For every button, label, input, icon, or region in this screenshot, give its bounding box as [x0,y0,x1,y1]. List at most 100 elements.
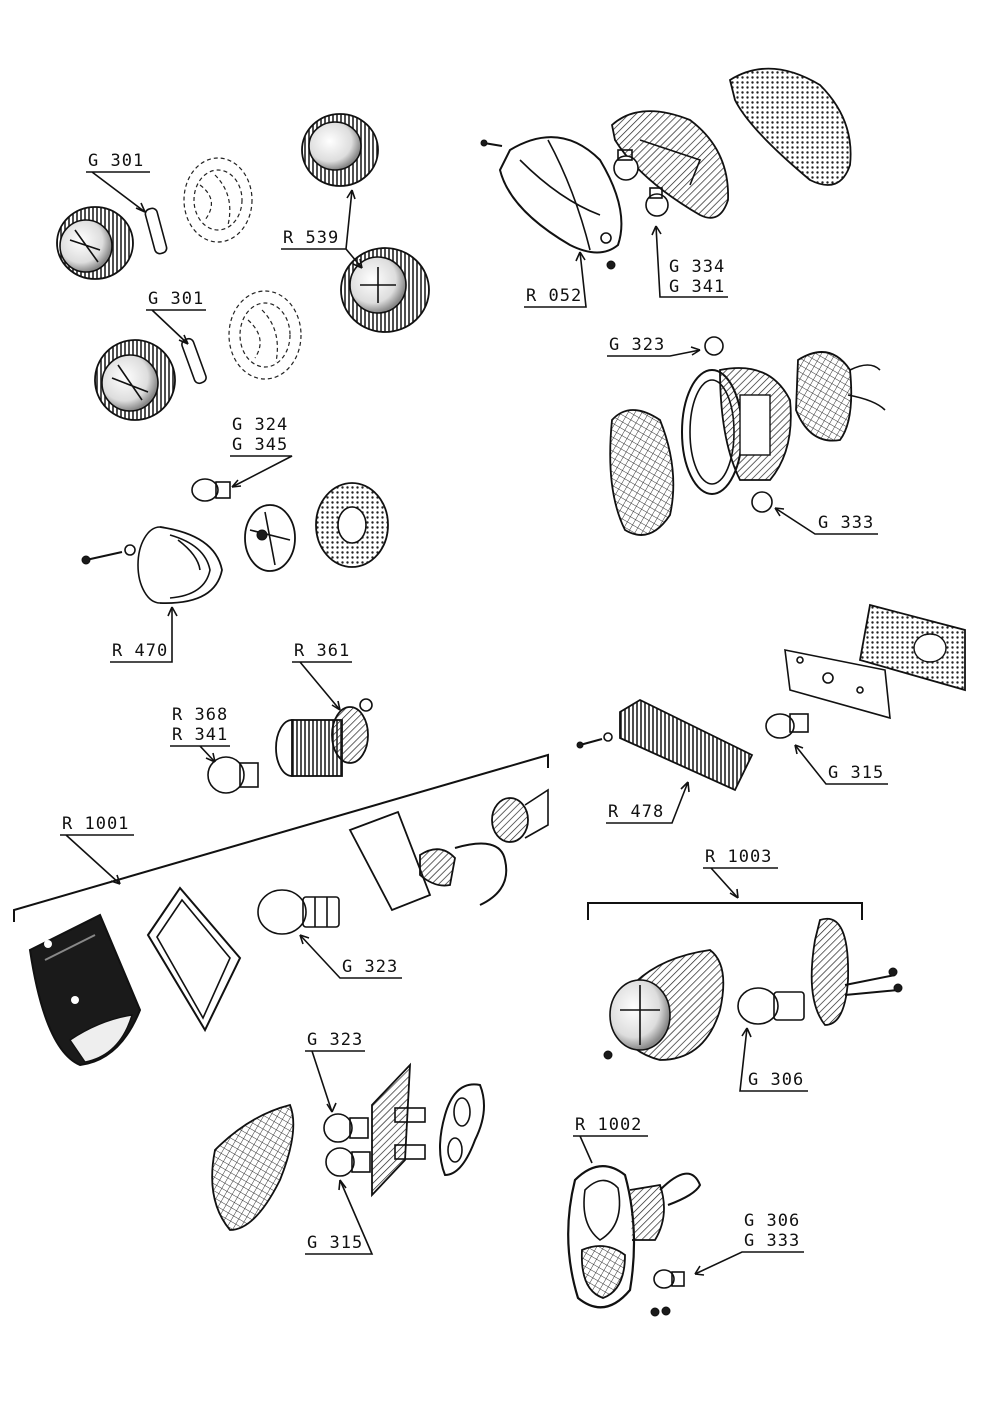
leader-g334-g341 [655,225,728,298]
nuts-r1002 [650,1306,671,1317]
label-g323-center: G 323 [342,957,398,977]
bulb-g323-lower [323,1113,369,1143]
gasket-figure8-lower [439,1083,485,1177]
leader-g323-right [607,349,701,357]
bulb-g323-right [704,336,724,356]
housing-cup-r1001 [491,788,549,843]
leader-g315-lower [305,1179,374,1255]
lens-grid-right [609,409,675,536]
leader-g315-right [794,744,888,785]
label-g324: G 324 [232,415,288,435]
label-r470: R 470 [112,641,168,661]
leader-r052 [524,251,587,308]
holder-plate-r470 [244,504,296,572]
bulb-r368-r341 [207,756,259,794]
lamp-r1001-assembly: R 1001 G 323 [13,753,549,1067]
lens-dashed-middle [228,290,302,380]
leader-r1003 [703,867,778,899]
label-r1003: R 1003 [705,847,772,867]
lamp-r478-assembly: R 478 G 315 [576,603,966,824]
backplate-r478 [858,603,966,692]
label-r341: R 341 [172,725,228,745]
rear-cover-right [795,351,886,442]
holder-plate-lower [371,1062,426,1198]
label-r1001: R 1001 [62,814,129,834]
housing-r1001 [28,913,142,1067]
lamp-housing-top-left [56,206,134,280]
side-lamp-assembly-middle: G 301 [94,289,302,421]
label-r368: R 368 [172,705,228,725]
label-g323-right: G 323 [609,335,665,355]
label-r1002: R 1002 [575,1115,642,1135]
label-g323-lower: G 323 [307,1030,363,1050]
bulb-g315-lower [325,1147,371,1177]
gasket-r1001 [146,886,242,1033]
leader-g301-middle [146,309,206,345]
label-g341: G 341 [669,277,725,297]
lamp-body-r361 [275,698,373,777]
lamp-r361-assembly: R 361 R 368 R 341 [170,641,373,794]
festoon-bulb-middle [181,337,207,385]
screw-r478 [576,732,613,749]
bulb-g315-right [765,713,809,739]
label-g345: G 345 [232,435,288,455]
housing-right [719,367,792,481]
bulb-g324-g345 [191,478,231,502]
label-g333-right: G 333 [818,513,874,533]
leader-r361 [292,661,352,711]
label-g315-lower: G 315 [307,1233,363,1253]
gasket-r052 [728,67,852,186]
gasket-ring-r470 [315,482,389,568]
leader-g324-g345 [230,455,293,488]
lamp-r1002-assembly: R 1002 G 306 G 333 [567,1115,804,1317]
label-g301-middle: G 301 [148,289,204,309]
label-r361: R 361 [294,641,350,661]
screw-r052-bottom [606,260,616,270]
leader-g323-center [299,934,402,979]
screw-r052-top [480,139,503,147]
lens-lower-left [211,1103,295,1231]
lamp-r539-group: R 539 [281,113,430,333]
lamp-housing-mid-left [94,339,176,421]
bracket-r1003 [587,902,863,920]
bulb-g306-g333-bottom [653,1269,685,1289]
base-r1003 [810,917,903,1026]
leader-r478 [606,781,689,824]
leader-r368-r341 [170,745,230,763]
lamp-r470-assembly: G 324 G 345 R 470 [81,415,389,663]
festoon-bulb-top [144,207,168,255]
rear-lamp-assembly-lower-left: G 323 G 315 [211,1030,485,1255]
bulbs-r052 [613,149,669,217]
base-plate-r052 [611,110,729,219]
bulb-g306-mid [737,987,805,1025]
lens-dashed-top [183,157,253,243]
lamp-r539-lower [340,247,430,333]
side-lamp-assembly-top: G 301 [56,151,253,280]
leader-g333-right [774,507,878,535]
screw-r470 [81,544,136,565]
bulb-g323-center [257,889,340,935]
lens-dome-r470 [137,526,223,604]
lamp-r052-assembly: R 052 G 334 G 341 [480,67,852,308]
bracket-plate-r478 [784,648,891,720]
label-r478: R 478 [608,802,664,822]
lens-r1003 [603,949,725,1061]
label-r052: R 052 [526,286,582,306]
label-g334: G 334 [669,257,725,277]
socket-plate-r1001 [348,810,508,912]
lamp-r1003-assembly: R 1003 G 306 [587,847,903,1092]
leader-g301-top [86,171,150,213]
leader-r1002 [573,1135,648,1164]
label-g315-right: G 315 [828,763,884,783]
housing-r1002 [629,1172,702,1241]
leader-g306-mid [739,1027,808,1092]
lens-r052 [498,136,623,254]
leader-g323-lower [305,1050,365,1113]
lens-ribbed-r478 [619,698,754,792]
lamp-r539-upper [301,113,379,187]
label-g306-bottom: G 306 [744,1211,800,1231]
label-g333-bottom: G 333 [744,1231,800,1251]
bulb-g333-right [751,491,773,513]
label-g301-top: G 301 [88,151,144,171]
